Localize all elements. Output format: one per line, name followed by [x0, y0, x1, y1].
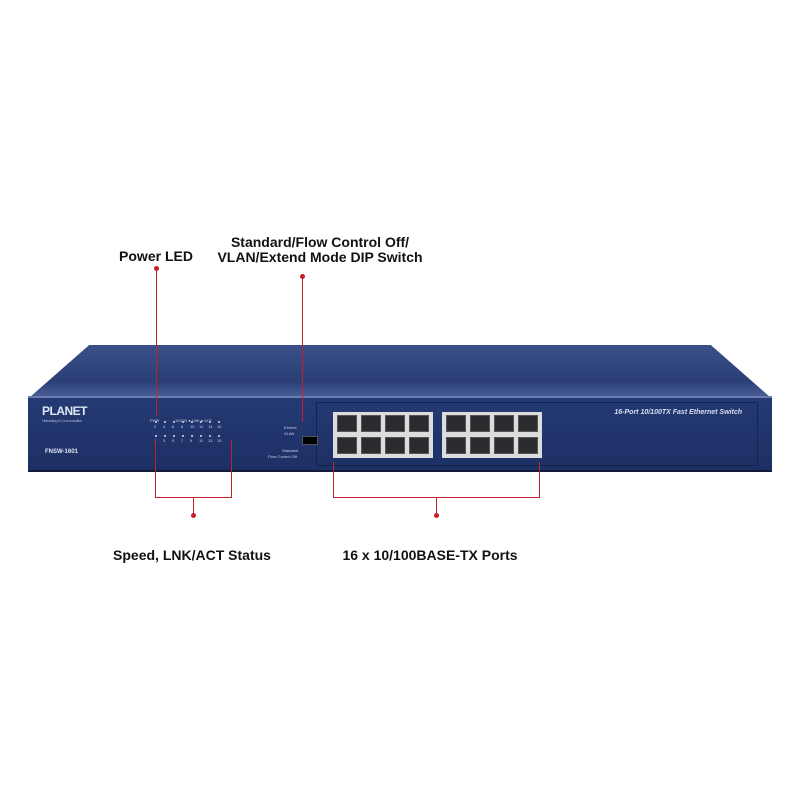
ports-bracket-right	[539, 462, 540, 497]
pwr-label: PWR	[150, 418, 159, 423]
led-port-number: 2	[154, 424, 157, 429]
status-bracket-left	[155, 440, 156, 497]
led-port-number: 10	[190, 424, 195, 429]
rj45-port[interactable]	[518, 415, 538, 432]
status-led	[209, 421, 211, 423]
status-led	[182, 421, 184, 423]
rj45-port[interactable]	[494, 415, 514, 432]
rj45-port[interactable]	[409, 415, 429, 432]
rj45-port[interactable]	[494, 436, 514, 454]
led-port-number: 3	[163, 438, 166, 443]
led-port-number: 6	[172, 424, 175, 429]
dip-label-vlan: VLAN	[284, 431, 295, 436]
led-port-number: 5	[172, 438, 175, 443]
led-port-number: 8	[181, 424, 184, 429]
rj45-port[interactable]	[385, 415, 405, 432]
rj45-port[interactable]	[470, 436, 490, 454]
rj45-port[interactable]	[337, 415, 357, 432]
rj45-port[interactable]	[446, 436, 466, 454]
status-led	[200, 435, 202, 437]
ports-bracket-left	[333, 462, 334, 497]
led-port-number: 16	[217, 424, 222, 429]
led-port-number: 13	[208, 438, 213, 443]
led-port-number: 7	[181, 438, 184, 443]
led-port-number: 14	[208, 424, 213, 429]
dip-label-standard: Standard	[282, 448, 299, 453]
status-led	[191, 421, 193, 423]
led-port-number: 11	[199, 438, 204, 443]
rj45-port[interactable]	[361, 436, 381, 454]
model-label: FNSW-1601	[45, 449, 78, 455]
power-led-label: Power LED	[119, 248, 193, 264]
ports-dot	[434, 513, 439, 518]
rj45-port[interactable]	[446, 415, 466, 432]
rj45-port[interactable]	[361, 415, 381, 432]
rj45-port[interactable]	[337, 436, 357, 454]
led-port-number: 4	[163, 424, 166, 429]
led-port-number: 12	[199, 424, 204, 429]
led-legend: 10/100 ● LNK ● ACT	[175, 418, 213, 423]
switch-top-cover	[30, 345, 770, 397]
status-led	[155, 421, 157, 423]
status-led	[182, 435, 184, 437]
rj45-port[interactable]	[518, 436, 538, 454]
status-led	[173, 421, 175, 423]
status-label: Speed, LNK/ACT Status	[113, 547, 271, 563]
status-led	[191, 435, 193, 437]
status-led	[164, 421, 166, 423]
port-block-1-8	[333, 412, 433, 458]
status-led	[200, 421, 202, 423]
power-led-line	[156, 268, 157, 416]
dip-switch[interactable]	[302, 436, 318, 445]
status-bracket-right	[231, 440, 232, 497]
status-led	[218, 421, 220, 423]
status-led	[218, 435, 220, 437]
status-led	[173, 435, 175, 437]
rj45-port[interactable]	[470, 415, 490, 432]
ports-bracket-stem	[436, 497, 437, 515]
product-tagline: 16-Port 10/100TX Fast Ethernet Switch	[614, 409, 742, 416]
led-port-number: 15	[217, 438, 222, 443]
ports-label: 16 x 10/100BASE-TX Ports	[342, 547, 518, 563]
rj45-port[interactable]	[409, 436, 429, 454]
status-led	[155, 435, 157, 437]
dip-switch-label-line1: Standard/Flow Control Off/	[230, 234, 410, 250]
dip-label-extend: Extend	[284, 425, 297, 430]
dip-switch-line	[302, 276, 303, 422]
panel-frame	[316, 402, 758, 466]
status-led	[209, 435, 211, 437]
status-led	[164, 435, 166, 437]
dip-switch-label-line2: VLAN/Extend Mode DIP Switch	[217, 249, 423, 265]
port-block-9-16	[442, 412, 542, 458]
led-port-number: 9	[190, 438, 193, 443]
status-dot	[191, 513, 196, 518]
status-bracket-stem	[193, 497, 194, 515]
rj45-port[interactable]	[385, 436, 405, 454]
dip-label-flow-control-off: Flow Control Off	[268, 454, 297, 459]
